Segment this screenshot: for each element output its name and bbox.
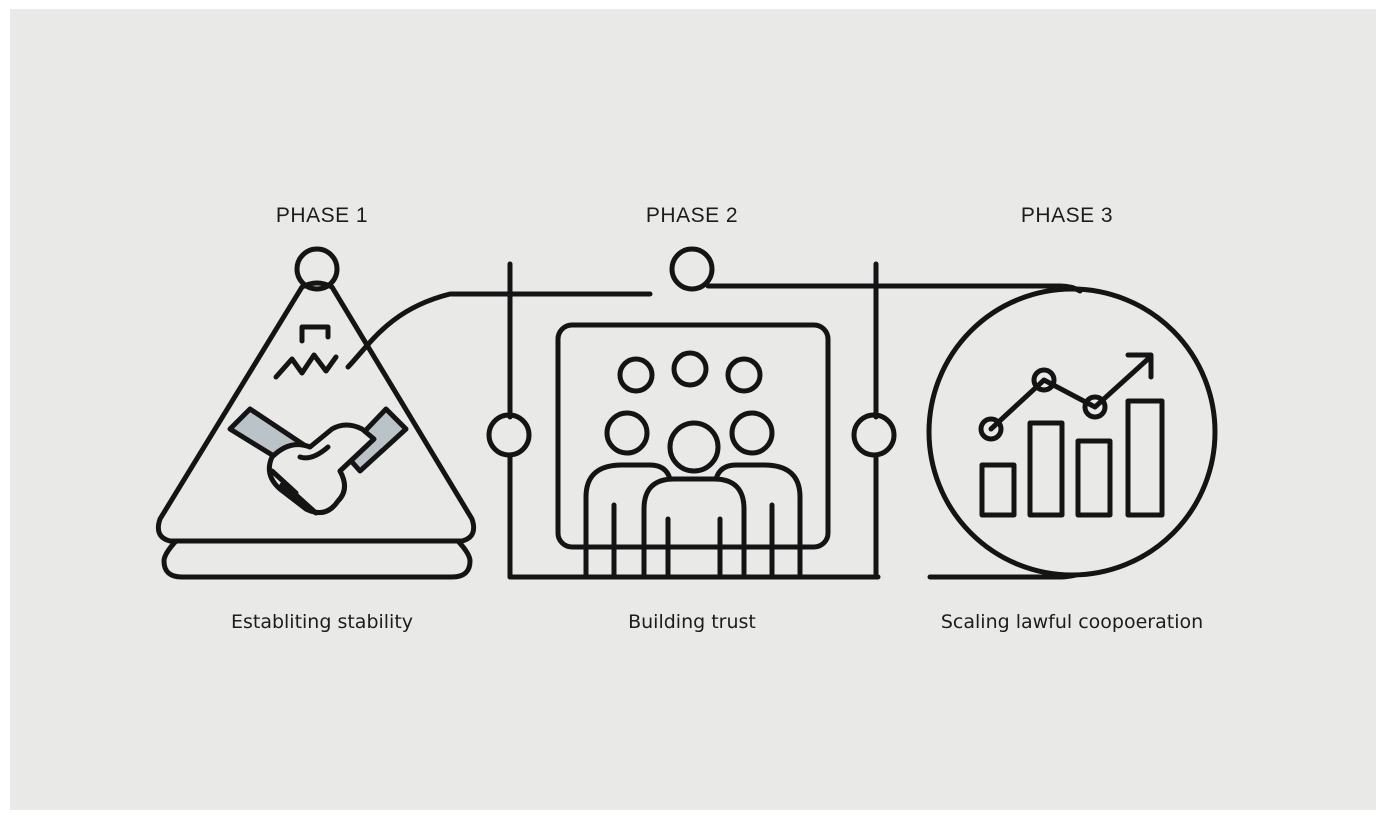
diagram-canvas: PHASE 1 PHASE 2 PHASE 3 [10, 9, 1376, 810]
handshake-icon [155, 280, 477, 580]
phase-1-caption: Establiting stability [230, 611, 414, 633]
phase-flow-diagram [155, 246, 1218, 580]
left-connector-node [486, 412, 532, 458]
phase-1-node [294, 246, 340, 292]
phase-2-title: PHASE 2 [645, 204, 739, 227]
group-of-people-icon [555, 322, 831, 580]
phase-3-title: PHASE 3 [1020, 204, 1114, 227]
right-connector-node [851, 412, 897, 458]
phase-2-caption: Building trust [628, 611, 756, 633]
connector-lines [345, 261, 1063, 580]
phase-1-title: PHASE 1 [275, 204, 369, 227]
phase-2-node [669, 246, 715, 292]
growth-chart-icon [926, 283, 1218, 580]
phase-3-caption: Scaling lawful coopoeration [940, 611, 1204, 633]
